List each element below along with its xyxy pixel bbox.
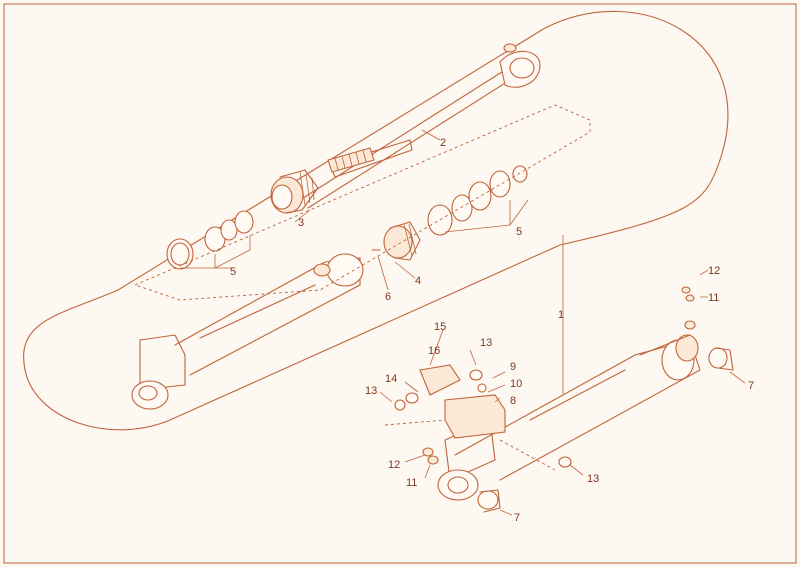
callout-6: 6 (385, 291, 391, 303)
group-dash-lower (384, 419, 556, 471)
exploded-group-outline (23, 10, 729, 431)
grease-fitting-bottom (422, 447, 439, 465)
group-dash-upper (133, 104, 591, 301)
cylinder-head-gland (270, 169, 319, 214)
line-fittings (394, 364, 487, 411)
callout-7-lower: 7 (514, 512, 520, 524)
callout-5-left: 5 (230, 266, 236, 278)
callout-3: 3 (298, 217, 304, 229)
callout-1: 1 (558, 309, 564, 321)
diagram-border (3, 3, 797, 564)
rod-thread (327, 147, 375, 173)
cylinder-barrel (131, 253, 364, 410)
seal-kit-right (427, 165, 528, 236)
callout-11-bottom: 11 (406, 477, 417, 489)
callout-16: 16 (428, 345, 440, 357)
leader-5-right (444, 199, 529, 233)
callout-7-right: 7 (748, 380, 754, 392)
seal-kit-left (166, 210, 254, 270)
callout-14: 14 (385, 373, 397, 385)
piston (383, 221, 421, 261)
callout-13-left: 13 (365, 385, 377, 397)
callout-15: 15 (434, 321, 446, 333)
callout-8: 8 (510, 395, 516, 407)
leader-5-left (180, 235, 251, 269)
plug-fitting (558, 456, 572, 468)
bushing-right (708, 347, 734, 371)
callout-11-top: 11 (708, 292, 719, 304)
callout-4: 4 (415, 275, 421, 287)
assembled-cylinder (437, 320, 701, 501)
piston-rod (299, 43, 541, 209)
callout-13-top: 13 (480, 337, 492, 349)
callout-13-right: 13 (587, 473, 599, 485)
callout-10: 10 (510, 378, 522, 390)
callout-12-bottom: 12 (388, 459, 400, 471)
callout-5-right: 5 (516, 226, 522, 238)
bushing-lower (477, 489, 501, 513)
leader-lines (294, 129, 746, 516)
callout-2: 2 (440, 137, 446, 149)
callout-12-top: 12 (708, 265, 720, 277)
grease-fitting-top (681, 286, 695, 302)
callout-9: 9 (510, 361, 516, 373)
